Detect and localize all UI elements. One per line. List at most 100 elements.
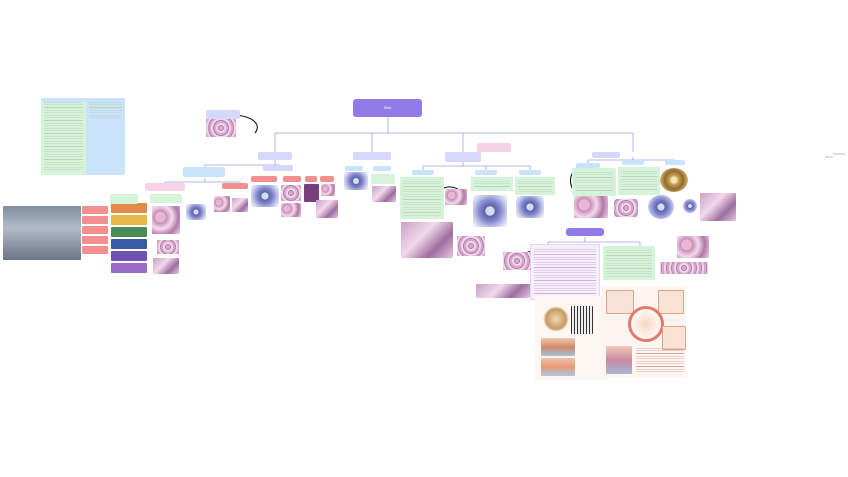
tag-item[interactable] — [82, 246, 108, 254]
key-orange[interactable] — [111, 203, 147, 213]
tissue-image[interactable] — [660, 262, 708, 274]
histology-slide-image[interactable] — [3, 206, 81, 260]
key-green[interactable] — [111, 227, 147, 237]
branch1-note[interactable] — [150, 194, 182, 203]
tissue-image[interactable] — [445, 189, 467, 205]
tissue-image[interactable] — [316, 200, 338, 218]
key-purple[interactable] — [111, 263, 147, 273]
branch2-note[interactable] — [371, 174, 395, 184]
illustration-panel[interactable] — [602, 286, 686, 378]
illustration-note — [662, 326, 686, 350]
illustration-panel[interactable] — [535, 296, 607, 380]
tissue-image[interactable] — [457, 236, 485, 256]
tissue-image[interactable] — [648, 195, 674, 219]
tissue-image[interactable] — [157, 240, 179, 254]
illustration-note — [606, 290, 634, 314]
tissue-image[interactable] — [281, 185, 301, 201]
branch1-note[interactable] — [110, 194, 138, 204]
branch3-note-panel[interactable] — [400, 177, 444, 219]
branch1-tag[interactable] — [320, 176, 334, 182]
tissue-image[interactable] — [476, 284, 530, 298]
illustration-cycle — [628, 306, 664, 342]
branch4-sub-node[interactable] — [665, 160, 685, 165]
color-key-stack — [111, 203, 147, 273]
tissue-image[interactable] — [574, 196, 608, 218]
key-blue[interactable] — [111, 239, 147, 249]
tissue-image[interactable] — [304, 184, 319, 202]
branch4-sub-node[interactable] — [622, 160, 644, 165]
branch4-sub-node[interactable] — [576, 163, 600, 168]
branch4-note-panel[interactable] — [572, 168, 616, 196]
illustration-image — [571, 306, 593, 334]
tag-stack — [82, 206, 108, 258]
branch-node-3[interactable] — [445, 152, 481, 162]
tissue-image[interactable] — [614, 199, 638, 217]
branch1-tag[interactable] — [283, 176, 301, 182]
tissue-image[interactable] — [206, 119, 236, 137]
illustration-image — [541, 358, 575, 376]
branch3-highlight[interactable] — [477, 143, 511, 152]
tissue-image[interactable] — [503, 252, 531, 270]
key-violet[interactable] — [111, 251, 147, 261]
tissue-image[interactable] — [281, 203, 301, 217]
legend-left-text — [44, 102, 83, 172]
tag-item[interactable] — [82, 226, 108, 234]
tissue-image[interactable] — [683, 199, 697, 213]
branch1-tag[interactable] — [305, 176, 317, 182]
branch1-tag[interactable] — [251, 176, 277, 182]
tissue-image[interactable] — [214, 196, 230, 212]
tissue-image[interactable] — [660, 168, 688, 192]
tissue-image[interactable] — [186, 204, 206, 220]
illustration-text — [636, 348, 684, 374]
illustration-image — [541, 338, 575, 356]
root-connector — [274, 117, 634, 152]
tissue-image[interactable] — [700, 193, 736, 221]
branch2-sub-node[interactable] — [373, 166, 391, 171]
root-node[interactable]: Skin — [353, 99, 422, 117]
legend-panel-left — [41, 98, 86, 175]
tag-item[interactable] — [82, 216, 108, 224]
tag-item[interactable] — [82, 236, 108, 244]
branch3-sub-node[interactable] — [519, 170, 541, 175]
branch-node-1[interactable] — [258, 152, 292, 160]
legend-heading-right — [86, 98, 125, 102]
branch2-sub-node[interactable] — [345, 166, 363, 171]
tissue-image[interactable] — [321, 184, 335, 196]
legend-heading-left — [41, 98, 86, 102]
key-yellow[interactable] — [111, 215, 147, 225]
branch1-tag[interactable] — [145, 183, 185, 191]
sub-card-panel[interactable] — [530, 244, 600, 300]
branch1-sub-node[interactable] — [183, 167, 225, 177]
image-caption[interactable] — [206, 110, 240, 119]
branch1-sub-node-2[interactable] — [263, 165, 293, 171]
tissue-image[interactable] — [401, 222, 453, 258]
tissue-image[interactable] — [473, 195, 507, 227]
branch4-note-panel[interactable] — [618, 167, 660, 195]
tissue-image[interactable] — [152, 206, 180, 234]
branch3-note-panel[interactable] — [515, 177, 555, 195]
tissue-image[interactable] — [677, 236, 709, 258]
sub-card-node[interactable] — [566, 228, 604, 236]
legend-panel-right — [86, 98, 125, 175]
illustration-note — [658, 290, 684, 314]
branch1-tag[interactable] — [222, 183, 248, 189]
tissue-image[interactable] — [251, 185, 279, 207]
tissue-image[interactable] — [153, 258, 179, 274]
branch3-note-panel[interactable] — [471, 177, 513, 191]
branch-node-2[interactable] — [353, 152, 391, 160]
illustration-image — [543, 306, 569, 332]
tissue-image[interactable] — [232, 198, 248, 212]
branch-node-4[interactable] — [592, 152, 620, 158]
tissue-image[interactable] — [372, 186, 396, 202]
tag-item[interactable] — [82, 206, 108, 214]
illustration-image — [606, 346, 632, 374]
minimap-lines — [825, 153, 845, 158]
root-label: Skin — [383, 105, 392, 111]
tissue-image[interactable] — [516, 196, 544, 218]
branch3-connector — [422, 162, 531, 170]
branch3-sub-node[interactable] — [475, 170, 497, 175]
sub-card-note[interactable] — [603, 246, 655, 280]
branch3-sub-node[interactable] — [412, 170, 434, 175]
tissue-image[interactable] — [344, 172, 368, 190]
